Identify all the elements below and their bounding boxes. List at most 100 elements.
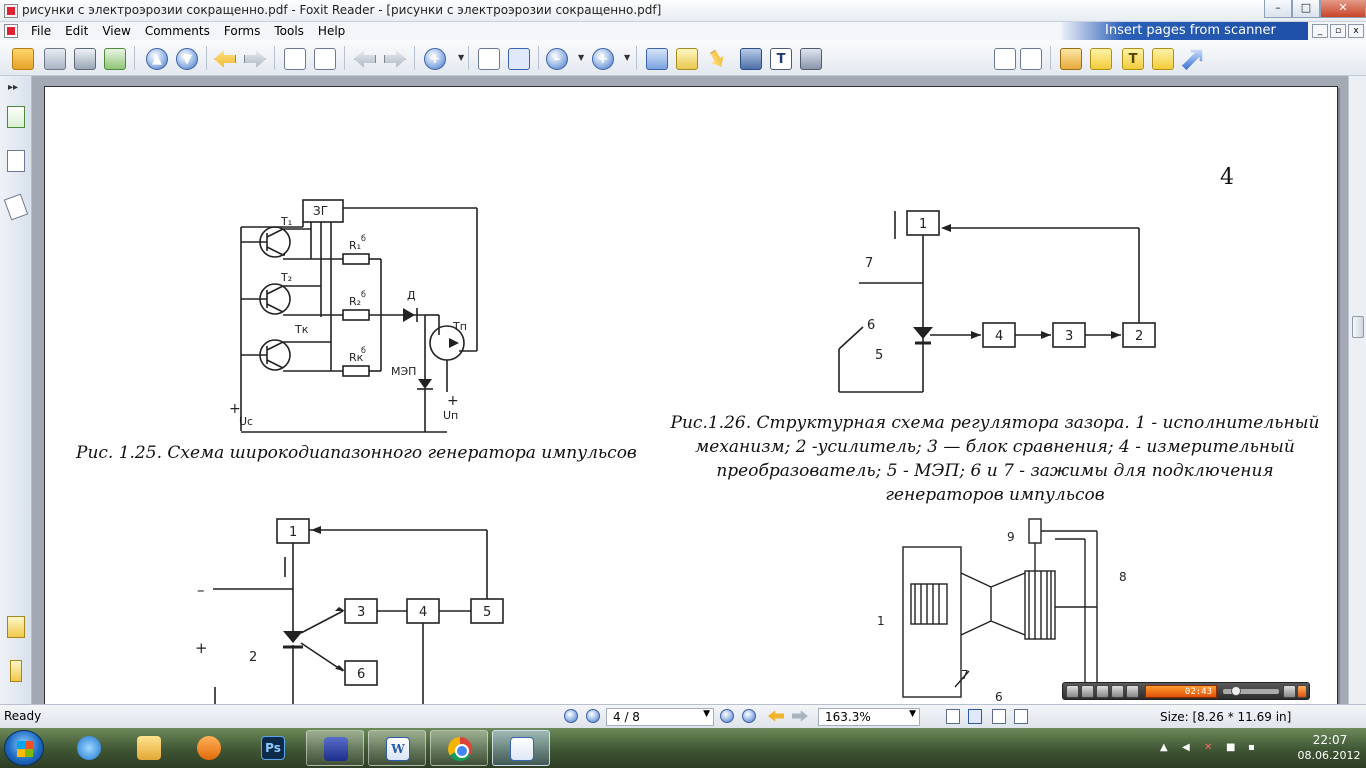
undo-icon[interactable] xyxy=(354,48,376,70)
arrow-tool-icon[interactable] xyxy=(1182,49,1203,70)
taskbar-foxit-reader[interactable] xyxy=(492,730,550,766)
taskbar-photoshop[interactable]: Ps xyxy=(244,730,302,766)
find-next-icon[interactable] xyxy=(1020,48,1042,70)
facing-view-icon[interactable] xyxy=(992,709,1006,724)
last-page-icon[interactable] xyxy=(742,709,756,723)
taskbar-media-player[interactable] xyxy=(180,730,238,766)
text-box-icon[interactable]: T xyxy=(1122,48,1144,70)
previous-page-icon[interactable]: ▲ xyxy=(146,48,168,70)
taskbar-chrome[interactable] xyxy=(430,730,488,766)
zoom-plus-dropdown-arrow[interactable]: ▼ xyxy=(624,53,631,62)
page-number-field[interactable]: 4 / 8 ▼ xyxy=(606,708,714,726)
pdf-page[interactable]: 4 xyxy=(44,86,1338,716)
select-text-icon[interactable] xyxy=(676,48,698,70)
fit-width-icon[interactable] xyxy=(508,48,530,70)
pages-panel-icon[interactable] xyxy=(7,150,25,172)
clock-date[interactable]: 08.06.2012 xyxy=(1297,749,1361,762)
keyboard-language-icon[interactable]: ▪ xyxy=(1248,742,1255,753)
expand-sidebar-icon[interactable]: ▸▸ xyxy=(8,82,19,93)
attachments-panel-icon[interactable] xyxy=(10,660,22,682)
search-binoculars-icon[interactable] xyxy=(740,48,762,70)
page-dropdown-arrow[interactable]: ▼ xyxy=(703,709,710,719)
menu-file[interactable]: File xyxy=(31,24,52,38)
doc-close-button[interactable]: x xyxy=(1348,24,1364,38)
media-minimize-icon[interactable] xyxy=(1283,685,1296,698)
menu-comments[interactable]: Comments xyxy=(144,24,210,38)
doc-minimize-button[interactable]: _ xyxy=(1312,24,1328,38)
taskbar-windows-explorer[interactable] xyxy=(120,730,178,766)
save-icon[interactable] xyxy=(44,48,66,70)
media-volume-knob[interactable] xyxy=(1231,686,1241,696)
print-icon[interactable] xyxy=(74,48,96,70)
media-stop-icon[interactable] xyxy=(1096,685,1109,698)
bookmarks-panel-icon[interactable] xyxy=(7,106,25,128)
action-center-icon[interactable]: ■ xyxy=(1226,742,1236,753)
previous-view-icon[interactable] xyxy=(768,710,784,722)
zoom-in-icon[interactable]: + xyxy=(424,48,446,70)
vertical-scrollbar[interactable] xyxy=(1348,76,1366,704)
comment-tool-icon[interactable] xyxy=(1060,48,1082,70)
email-icon[interactable] xyxy=(104,48,126,70)
start-button[interactable] xyxy=(4,730,44,766)
zoom-field[interactable]: 163.3% ▼ xyxy=(818,708,920,726)
taskbar-internet-explorer[interactable] xyxy=(60,730,118,766)
zoom-out-icon[interactable]: – xyxy=(546,48,568,70)
media-volume-slider[interactable] xyxy=(1223,686,1279,696)
clock-time[interactable]: 22:07 xyxy=(1312,733,1348,747)
single-page-view-icon[interactable] xyxy=(946,709,960,724)
media-previous-icon[interactable] xyxy=(1111,685,1124,698)
prev-page-icon[interactable] xyxy=(586,709,600,723)
note-tool-icon[interactable] xyxy=(1090,48,1112,70)
zoom-out-dropdown-arrow[interactable]: ▼ xyxy=(578,53,585,62)
open-folder-icon[interactable] xyxy=(12,48,34,70)
media-close-icon[interactable] xyxy=(1297,685,1307,698)
taskbar-save-app[interactable] xyxy=(306,730,364,766)
minimize-button[interactable]: – xyxy=(1264,0,1292,18)
continuous-facing-view-icon[interactable] xyxy=(1014,709,1028,724)
next-view-icon[interactable] xyxy=(792,710,808,722)
zoom-level-dropdown-arrow[interactable]: ▼ xyxy=(909,709,916,719)
menu-view[interactable]: View xyxy=(102,24,131,38)
foxit-app-icon[interactable] xyxy=(4,4,18,18)
typewriter-icon[interactable]: T xyxy=(770,48,792,70)
next-page-icon[interactable]: ▼ xyxy=(176,48,198,70)
zoom-dropdown-arrow[interactable]: ▼ xyxy=(458,53,465,62)
insert-pages-icon[interactable] xyxy=(314,48,336,70)
insert-pages-from-scanner-banner[interactable]: Insert pages from scanner xyxy=(1062,22,1308,40)
scrollbar-thumb[interactable] xyxy=(1352,316,1364,338)
comments-panel-icon[interactable] xyxy=(7,616,25,638)
close-button[interactable]: ✕ xyxy=(1320,0,1366,18)
doc-restore-button[interactable]: ▫ xyxy=(1330,24,1346,38)
continuous-view-icon[interactable] xyxy=(968,709,982,724)
next-page-status-icon[interactable] xyxy=(720,709,734,723)
menu-help[interactable]: Help xyxy=(317,24,346,38)
show-hidden-icons-icon[interactable]: ▲ xyxy=(1160,742,1168,753)
layers-panel-icon[interactable] xyxy=(3,193,29,221)
menu-forms[interactable]: Forms xyxy=(223,24,261,38)
volume-icon[interactable]: ◀ xyxy=(1182,742,1190,753)
maximize-button[interactable]: □ xyxy=(1292,0,1320,18)
label-rk: Rк xyxy=(349,351,364,364)
first-page-icon[interactable] xyxy=(564,709,578,723)
document-view[interactable]: 4 xyxy=(32,76,1348,716)
forward-arrow-icon[interactable] xyxy=(244,50,266,68)
network-icon[interactable]: ✕ xyxy=(1204,742,1213,753)
snapshot-camera-icon[interactable] xyxy=(800,48,822,70)
media-play-icon[interactable] xyxy=(1066,685,1079,698)
document-icon[interactable] xyxy=(4,24,18,38)
label-r1: R₁ xyxy=(349,239,361,252)
media-next-icon[interactable] xyxy=(1126,685,1139,698)
zoom-plus-icon[interactable]: + xyxy=(592,48,614,70)
back-arrow-icon[interactable] xyxy=(214,50,236,68)
taskbar-word[interactable]: W xyxy=(368,730,426,766)
callout-icon[interactable] xyxy=(1152,48,1174,70)
find-previous-icon[interactable] xyxy=(994,48,1016,70)
menu-tools[interactable]: Tools xyxy=(274,24,304,38)
menu-edit[interactable]: Edit xyxy=(65,24,89,38)
hand-tool-icon[interactable] xyxy=(646,48,668,70)
media-pause-icon[interactable] xyxy=(1081,685,1094,698)
redo-icon[interactable] xyxy=(384,50,406,68)
extract-pages-icon[interactable] xyxy=(284,48,306,70)
select-annotation-icon[interactable] xyxy=(705,47,729,71)
fit-page-icon[interactable] xyxy=(478,48,500,70)
